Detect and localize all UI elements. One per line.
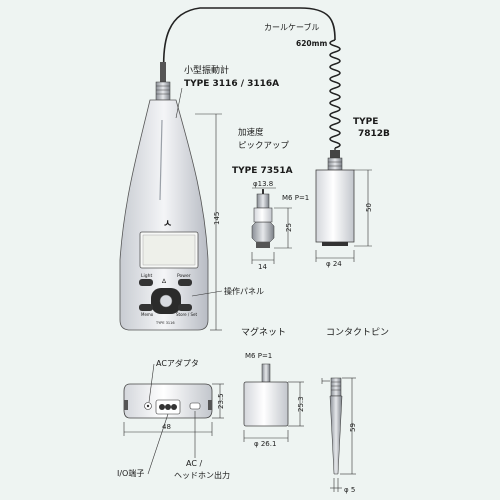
power-label: Power xyxy=(177,273,191,279)
curl-cable-label: カールケーブル xyxy=(264,22,320,32)
cable-length-label: 620mm xyxy=(296,39,327,48)
memo-button[interactable] xyxy=(139,304,153,311)
panel-label: 操作パネル xyxy=(224,286,264,296)
dimension-label: φ 5 xyxy=(344,486,355,494)
dimension-label: 50 xyxy=(365,203,373,212)
bottom-view: 23.5 48 xyxy=(123,383,225,436)
dimension-label: 23.5 xyxy=(217,393,225,409)
io-terminal-label: I/O端子 xyxy=(117,468,144,478)
ac-out-label-2: ヘッドホン出力 xyxy=(174,470,230,480)
curl-coil xyxy=(329,39,341,149)
dimension-label: M6 P=1 xyxy=(282,194,309,202)
dimension-label: 25 xyxy=(285,223,293,232)
store-button[interactable] xyxy=(178,304,192,311)
ac-adapter-label: ACアダプタ xyxy=(156,358,199,368)
pickup-7812b: 50 φ 24 xyxy=(315,150,373,268)
dimension-label: M6 P=1 xyxy=(245,352,272,360)
model-label: TYPE 3116 xyxy=(155,321,175,325)
up-arrow-icon: ∆ xyxy=(161,278,167,285)
dimension-label: 14 xyxy=(258,263,267,271)
meter-body xyxy=(119,99,209,331)
dimension-label: φ 24 xyxy=(326,260,342,268)
memo-label: Memo xyxy=(141,312,154,317)
type-7812b-label-2: 7812B xyxy=(358,129,390,139)
magnet: M6 P=1 25.3 φ 26.1 xyxy=(243,352,305,448)
ac-out-label-1: AC / xyxy=(186,459,202,468)
light-label: Light xyxy=(141,273,152,279)
center-button[interactable] xyxy=(159,294,173,308)
control-panel: Light Power ∆ Memo Store / Set TYPE 3116 xyxy=(139,273,197,325)
contact-pin: 59 φ 5 xyxy=(321,377,357,494)
dimension-label: 25.3 xyxy=(297,396,305,412)
accel-label-1: 加速度 xyxy=(238,127,264,138)
store-label: Store / Set xyxy=(176,312,197,317)
contact-pin-label: コンタクトピン xyxy=(326,327,389,338)
power-button[interactable] xyxy=(178,279,192,286)
light-button[interactable] xyxy=(139,279,153,286)
dimension-label: φ13.8 xyxy=(253,180,273,188)
accel-label-2: ピックアップ xyxy=(238,141,290,151)
magnet-label: マグネット xyxy=(241,326,286,338)
cable xyxy=(162,7,336,76)
dim-145: 145 xyxy=(195,113,222,331)
type-7351a-label: TYPE 7351A xyxy=(232,166,293,176)
dimension-label: 59 xyxy=(349,423,357,432)
pickup-7351a: φ13.8 M6 P=1 25 14 xyxy=(251,180,309,271)
dimension-label: 48 xyxy=(162,423,171,431)
type-7812b-label-1: TYPE xyxy=(353,117,378,127)
brand-logo: ㅅ xyxy=(163,219,172,230)
meter-name-label: 小型振動計 xyxy=(184,64,229,76)
dimension-label: 145 xyxy=(213,212,221,225)
dimension-label: φ 26.1 xyxy=(254,440,276,448)
meter-type-label: TYPE 3116 / 3116A xyxy=(184,79,279,89)
meter-probe xyxy=(155,62,171,101)
